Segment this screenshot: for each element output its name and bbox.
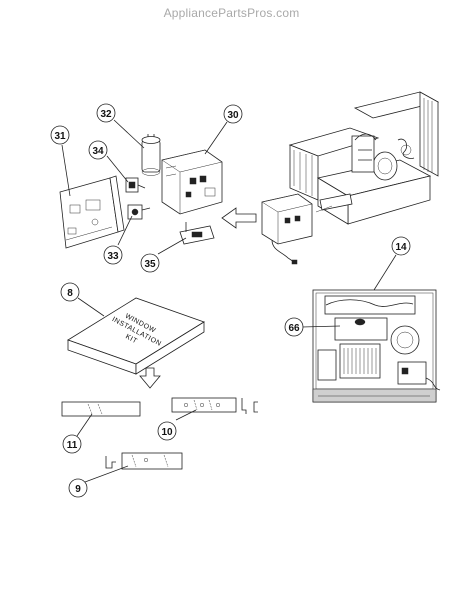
callout-35-label: 35 bbox=[144, 259, 156, 270]
callout-33: 33 bbox=[103, 245, 123, 265]
bracket-part-10[interactable] bbox=[171, 397, 258, 414]
callout-66: 66 bbox=[284, 317, 304, 337]
leader-lines bbox=[61, 119, 397, 483]
callout-32: 32 bbox=[96, 103, 116, 123]
control-box-removed bbox=[261, 193, 313, 265]
callout-9: 9 bbox=[68, 478, 88, 498]
site-watermark: AppliancePartsPros.com bbox=[163, 6, 300, 20]
callout-11-label: 11 bbox=[67, 440, 78, 451]
callout-14: 14 bbox=[391, 236, 411, 256]
callout-34: 34 bbox=[88, 140, 108, 160]
window-installation-kit-box[interactable]: WINDOW INSTALLATION KIT bbox=[67, 297, 205, 375]
callout-30-label: 30 bbox=[227, 110, 239, 121]
control-box-part-30[interactable] bbox=[161, 149, 223, 215]
switch-part-33[interactable] bbox=[127, 204, 151, 220]
callout-8-label: 8 bbox=[67, 288, 73, 299]
terminal-block-part-35[interactable] bbox=[179, 222, 215, 245]
callout-33-label: 33 bbox=[107, 251, 119, 262]
callout-10-label: 10 bbox=[161, 427, 173, 438]
callout-8: 8 bbox=[60, 282, 80, 302]
ac-front-view bbox=[312, 289, 441, 403]
assembly-arrow-left bbox=[221, 207, 257, 229]
callout-11: 11 bbox=[62, 434, 82, 454]
callout-14-label: 14 bbox=[395, 242, 407, 253]
callout-34-label: 34 bbox=[92, 146, 104, 157]
callout-30: 30 bbox=[223, 104, 243, 124]
callout-35: 35 bbox=[140, 253, 160, 273]
capacitor-part-32[interactable] bbox=[141, 134, 161, 176]
ac-chassis-exploded bbox=[288, 91, 440, 225]
side-panel-part-11[interactable] bbox=[61, 401, 141, 417]
callout-66-label: 66 bbox=[288, 323, 300, 334]
callout-10: 10 bbox=[157, 421, 177, 441]
callout-9-label: 9 bbox=[75, 484, 81, 495]
callout-31-label: 31 bbox=[54, 131, 66, 142]
angle-bracket-part-9[interactable] bbox=[105, 452, 183, 470]
kit-contents-arrow-down bbox=[139, 367, 161, 389]
control-panel-part-31[interactable] bbox=[59, 175, 125, 249]
relay-part-34[interactable] bbox=[125, 177, 146, 193]
callout-31: 31 bbox=[50, 125, 70, 145]
callout-32-label: 32 bbox=[100, 109, 112, 120]
